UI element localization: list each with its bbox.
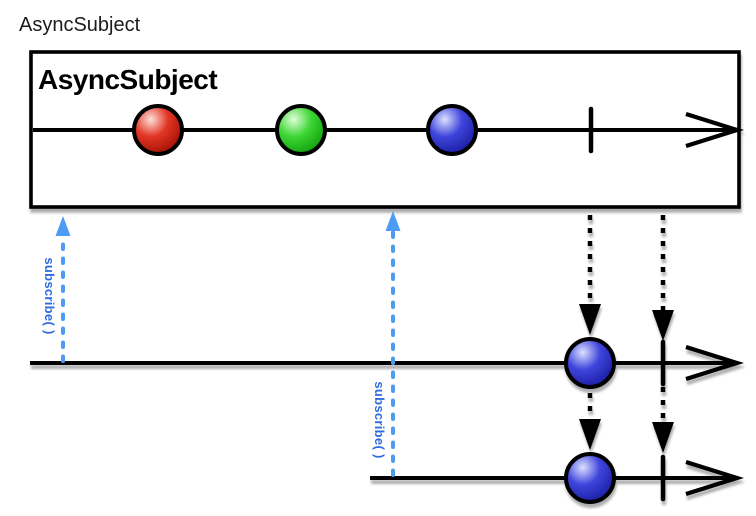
timeline-source-arrowhead-icon bbox=[685, 111, 745, 149]
marble-blue bbox=[564, 337, 616, 389]
subscribe-arrowhead-icon bbox=[385, 211, 401, 231]
timeline-subscriber-2 bbox=[370, 452, 745, 504]
subscribe-arrow-1: subscribe( ) bbox=[42, 216, 71, 363]
emission-arrow-4 bbox=[652, 387, 674, 453]
subscribe-arrowhead-icon bbox=[55, 216, 71, 236]
timelines bbox=[30, 104, 745, 504]
source-box-label: AsyncSubject bbox=[38, 64, 217, 95]
emission-arrowhead-icon bbox=[579, 304, 601, 335]
emission-arrowhead-icon bbox=[652, 310, 674, 341]
emission-arrows bbox=[579, 215, 674, 453]
subscribe-label: subscribe( ) bbox=[42, 257, 57, 334]
timeline-subscriber-1-arrowhead-icon bbox=[685, 344, 745, 382]
emission-arrow-1 bbox=[579, 215, 601, 335]
marble-red bbox=[132, 104, 184, 156]
timeline-subscriber-1 bbox=[30, 337, 745, 389]
emission-arrowhead-icon bbox=[652, 422, 674, 453]
timeline-subscriber-2-arrowhead-icon bbox=[685, 459, 745, 497]
subscribe-arrows: subscribe( ) subscribe( ) bbox=[42, 211, 401, 477]
marble-blue bbox=[426, 104, 478, 156]
marble-green bbox=[275, 104, 327, 156]
ink-layer bbox=[29, 50, 745, 504]
emission-arrow-2 bbox=[652, 215, 674, 341]
page-title: AsyncSubject bbox=[19, 14, 141, 36]
emission-arrowhead-icon bbox=[579, 419, 601, 450]
subscribe-arrow-2: subscribe( ) bbox=[372, 211, 401, 477]
timeline-source bbox=[33, 104, 745, 156]
subscribe-label: subscribe( ) bbox=[372, 381, 387, 458]
marble-blue bbox=[564, 452, 616, 504]
emission-arrow-3 bbox=[579, 393, 601, 450]
